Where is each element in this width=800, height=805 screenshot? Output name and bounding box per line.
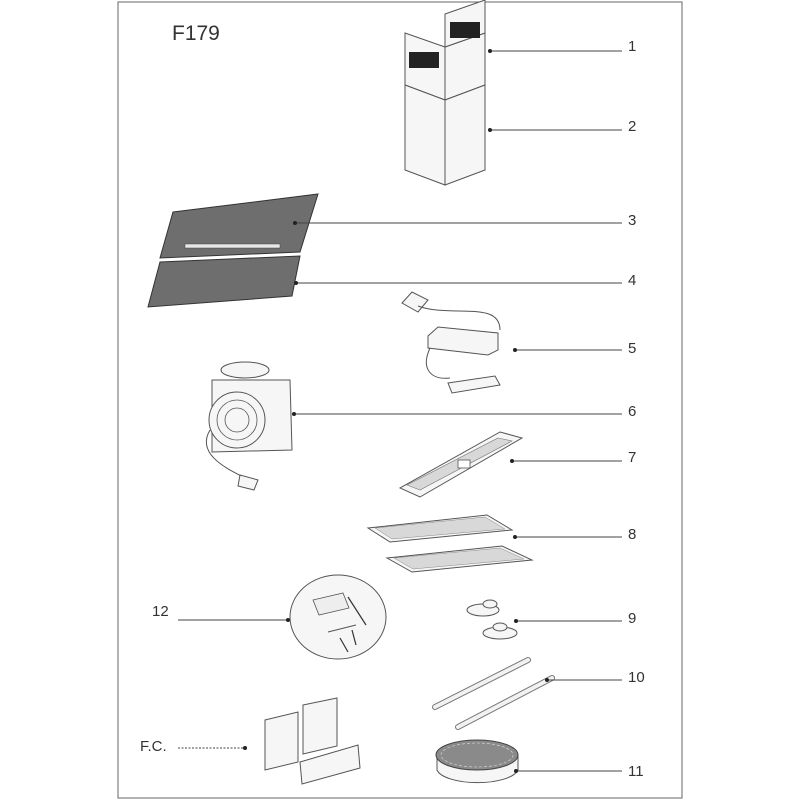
callout-8: 8 (628, 526, 636, 543)
part-11-carbon-filter (435, 739, 519, 784)
callout-5: 5 (628, 340, 636, 357)
callout-fc: F.C. (140, 738, 167, 755)
part-9-lamps (466, 599, 518, 640)
part-7-grease-filter (398, 431, 524, 498)
part-10-gas-springs (432, 657, 555, 730)
callout-9: 9 (628, 610, 636, 627)
callout-10: 10 (628, 669, 645, 686)
fc-filter-cassettes (264, 697, 361, 785)
frame-border (117, 1, 683, 799)
callout-11: 11 (628, 763, 644, 780)
part-12-fixing-kit (289, 574, 387, 660)
part-5-electronic-control (401, 291, 501, 394)
vent-slots-icon (450, 22, 480, 38)
callout-3: 3 (628, 212, 636, 229)
part-2-lower-chimney (404, 84, 486, 186)
callout-7: 7 (628, 449, 636, 466)
callout-4: 4 (628, 272, 636, 289)
model-title: F179 (172, 22, 220, 45)
part-3-glass-panel (147, 193, 319, 308)
callout-12: 12 (152, 603, 169, 620)
callout-2: 2 (628, 118, 636, 135)
vent-slots-icon (409, 52, 439, 68)
callout-1: 1 (628, 38, 636, 55)
part-8-filter-mats (366, 514, 534, 573)
part-6-motor (205, 361, 293, 491)
leader-lines (178, 49, 622, 773)
part-1-upper-chimney (404, 0, 486, 101)
callout-6: 6 (628, 403, 636, 420)
